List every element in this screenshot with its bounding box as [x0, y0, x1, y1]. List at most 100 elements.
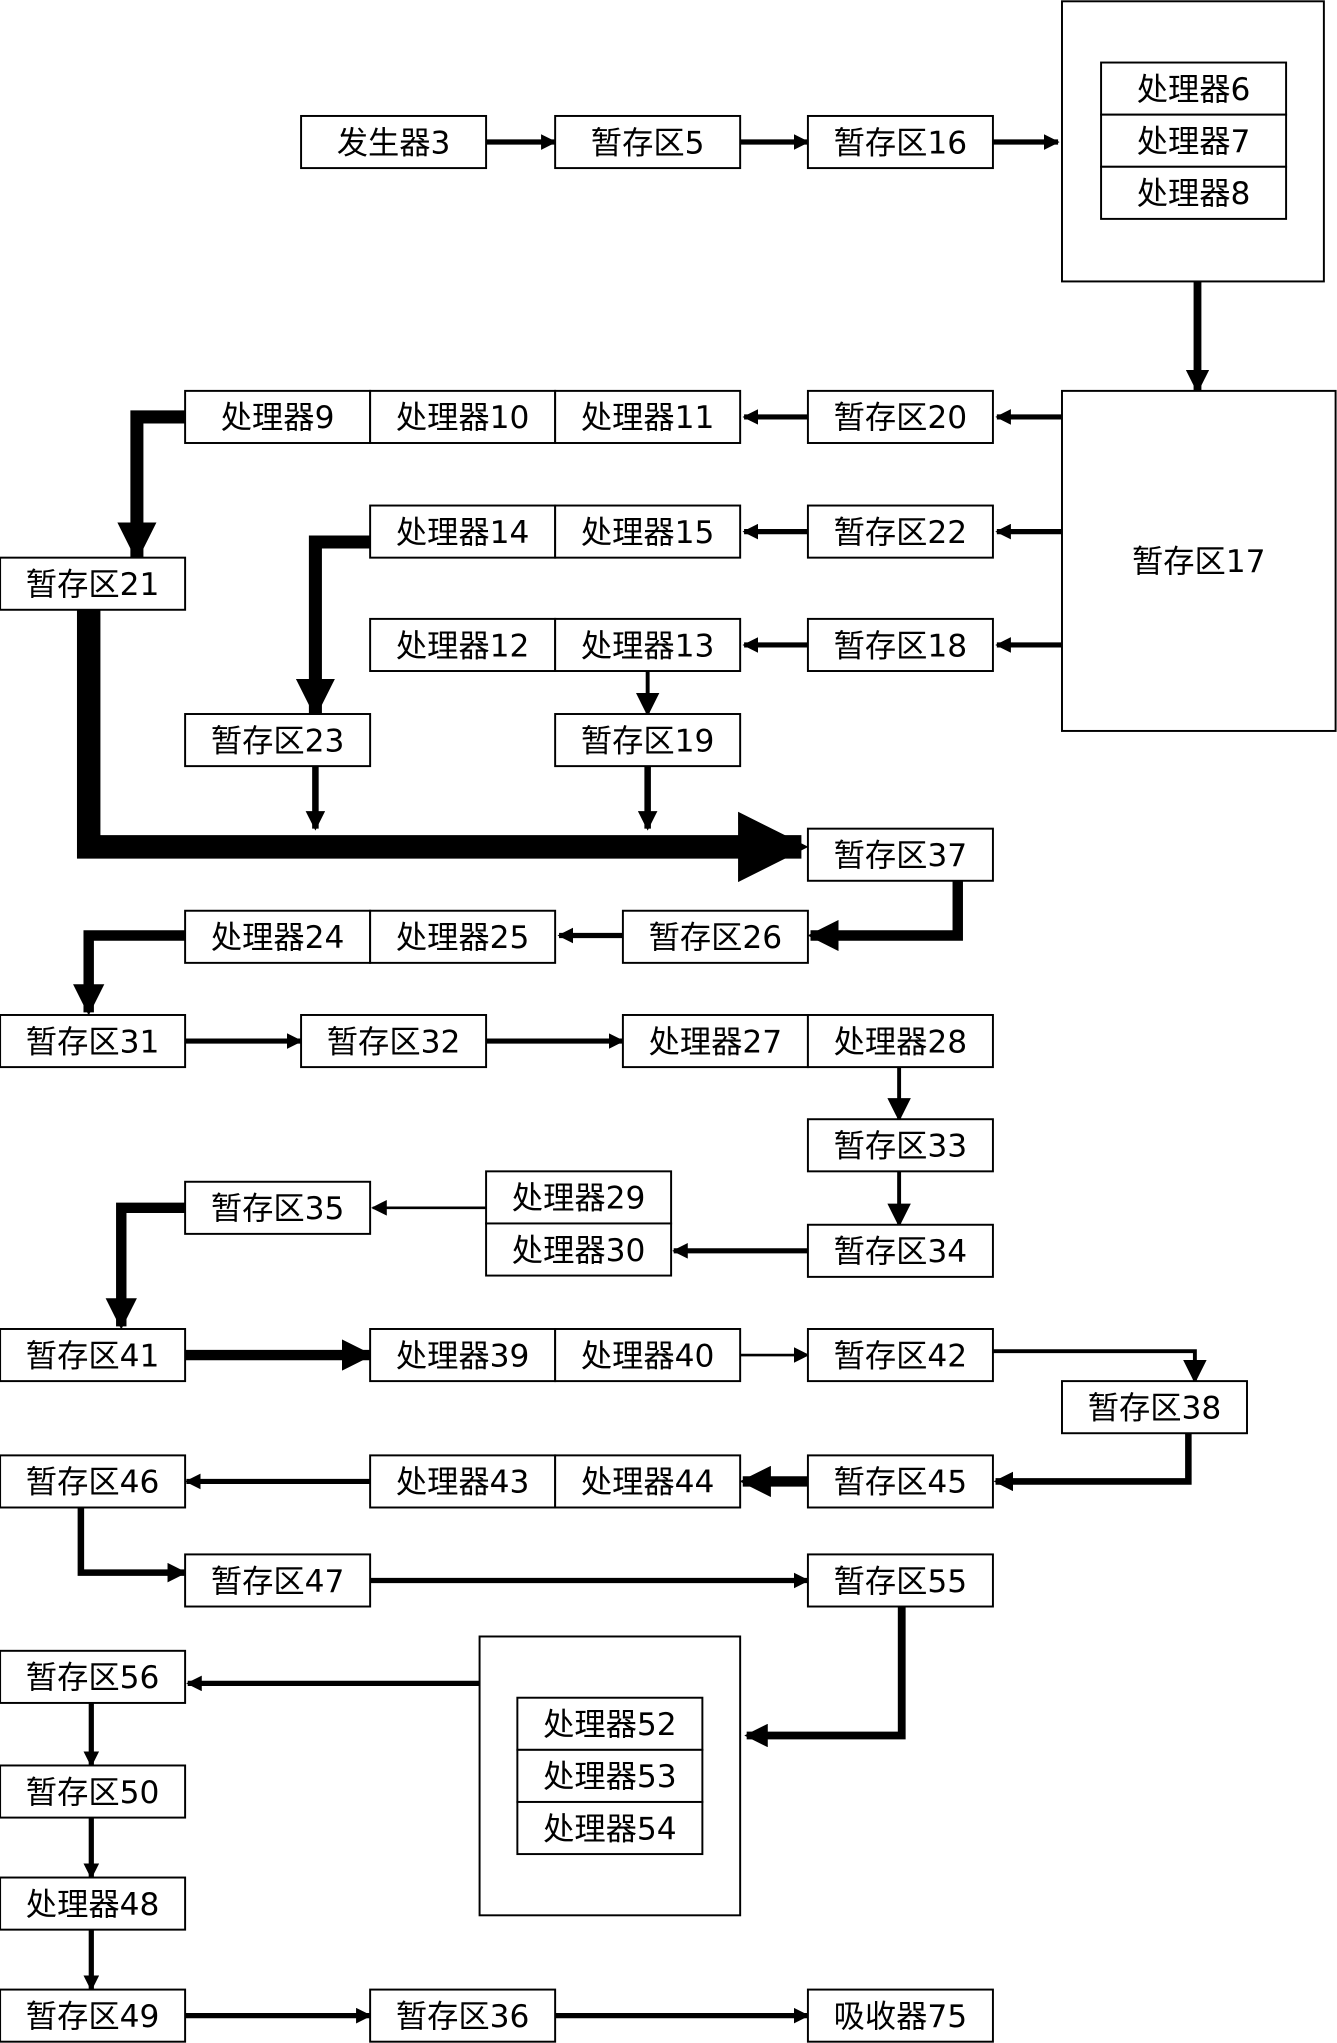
node-label: 暂存区32: [327, 1024, 461, 1060]
node-s18: 暂存区18: [806, 617, 994, 672]
node-p52: 处理器52: [516, 1696, 704, 1751]
node-p48: 处理器48: [0, 1876, 187, 1931]
node-s46: 暂存区46: [0, 1454, 187, 1509]
node-box: [554, 114, 742, 170]
node-box: [0, 1454, 187, 1509]
node-box: [369, 909, 557, 964]
node-box: [806, 1014, 994, 1069]
node-s55: 暂存区55: [806, 1553, 994, 1608]
node-box: [806, 617, 994, 672]
node-box: [0, 1649, 187, 1704]
node-label: 暂存区5: [591, 125, 705, 161]
node-label: 处理器6: [1137, 72, 1251, 108]
flow-arrow: [117, 410, 186, 562]
node-box: [621, 1014, 809, 1069]
node-s37: 暂存区37: [806, 827, 994, 882]
node-label: 暂存区17: [1132, 544, 1266, 580]
flow-arrow: [744, 1606, 906, 1748]
node-box: [516, 1800, 704, 1856]
node-label: 处理器27: [649, 1024, 783, 1060]
node-label: 暂存区50: [26, 1775, 160, 1811]
node-p29: 处理器29: [485, 1170, 673, 1225]
node-label: 暂存区55: [834, 1564, 968, 1600]
node-p7: 处理器7: [1100, 113, 1288, 168]
node-p30: 处理器30: [485, 1222, 673, 1277]
node-s22: 暂存区22: [806, 504, 994, 559]
node-s31: 暂存区31: [0, 1014, 187, 1069]
node-box: [1100, 165, 1288, 220]
node-label: 处理器53: [543, 1759, 677, 1795]
node-label: 暂存区26: [649, 920, 783, 956]
node-label: 暂存区37: [834, 838, 968, 874]
node-label: 发生器3: [337, 125, 451, 161]
node-box: [554, 1454, 742, 1509]
node-label: 暂存区31: [26, 1024, 160, 1060]
node-label: 处理器7: [1137, 124, 1251, 160]
node-label: 处理器54: [543, 1811, 677, 1847]
node-p9: 处理器9: [184, 389, 372, 444]
node-label: 处理器24: [211, 920, 345, 956]
node-box: [806, 1118, 994, 1173]
node-box: [0, 556, 187, 611]
node-s5: 暂存区5: [554, 114, 742, 170]
node-box: [1061, 389, 1337, 732]
flow-arrow: [992, 1349, 1207, 1384]
node-box: [554, 389, 742, 444]
node-p24: 处理器24: [184, 909, 372, 964]
node-s42: 暂存区42: [806, 1328, 994, 1383]
node-label: 处理器52: [543, 1707, 677, 1743]
node-label: 处理器40: [581, 1338, 715, 1374]
node-label: 处理器13: [581, 628, 715, 664]
node-label: 处理器12: [396, 628, 530, 664]
node-p8: 处理器8: [1100, 165, 1288, 220]
node-p43: 处理器43: [369, 1454, 557, 1509]
node-box: [369, 617, 557, 672]
node-label: 暂存区16: [834, 125, 968, 161]
node-s19: 暂存区19: [554, 713, 742, 768]
node-p13: 处理器13: [554, 617, 742, 672]
node-box: [0, 1328, 187, 1383]
node-label: 暂存区34: [834, 1234, 968, 1270]
node-box: [0, 1014, 187, 1069]
node-label: 吸收器75: [834, 1999, 968, 2035]
node-p11: 处理器11: [554, 389, 742, 444]
node-box: [1100, 61, 1288, 116]
node-label: 暂存区36: [396, 1999, 530, 2035]
node-s47: 暂存区47: [184, 1553, 372, 1608]
node-box: [1100, 113, 1288, 168]
node-label: 处理器28: [834, 1024, 968, 1060]
node-s56: 暂存区56: [0, 1649, 187, 1704]
node-box: [300, 1014, 488, 1069]
node-p25: 处理器25: [369, 909, 557, 964]
node-label: 暂存区19: [581, 723, 715, 759]
node-a75: 吸收器75: [806, 1988, 994, 2043]
node-s45: 暂存区45: [806, 1454, 994, 1509]
node-p14: 处理器14: [369, 504, 557, 559]
node-box: [554, 504, 742, 559]
flow-arrow: [807, 880, 963, 952]
node-box: [369, 389, 557, 444]
flow-arrow: [993, 1433, 1192, 1492]
node-s17: 暂存区17: [1061, 389, 1337, 732]
node-box: [369, 1328, 557, 1383]
node-s49: 暂存区49: [0, 1988, 187, 2043]
node-p39: 处理器39: [369, 1328, 557, 1383]
node-label: 暂存区22: [834, 515, 968, 551]
node-label: 暂存区56: [26, 1660, 160, 1696]
node-p54: 处理器54: [516, 1800, 704, 1856]
node-p40: 处理器40: [554, 1328, 742, 1383]
node-box: [806, 1223, 994, 1278]
node-p15: 处理器15: [554, 504, 742, 559]
node-box: [0, 1764, 187, 1819]
node-label: 暂存区49: [26, 1999, 160, 2035]
node-label: 处理器8: [1137, 176, 1251, 212]
node-label: 暂存区46: [26, 1465, 160, 1501]
node-label: 暂存区47: [211, 1564, 345, 1600]
node-label: 处理器25: [396, 920, 530, 956]
flow-arrow: [73, 930, 186, 1016]
flow-arrow: [77, 1507, 188, 1583]
node-box: [300, 114, 488, 170]
node-s32: 暂存区32: [300, 1014, 488, 1069]
node-s26: 暂存区26: [621, 909, 809, 964]
